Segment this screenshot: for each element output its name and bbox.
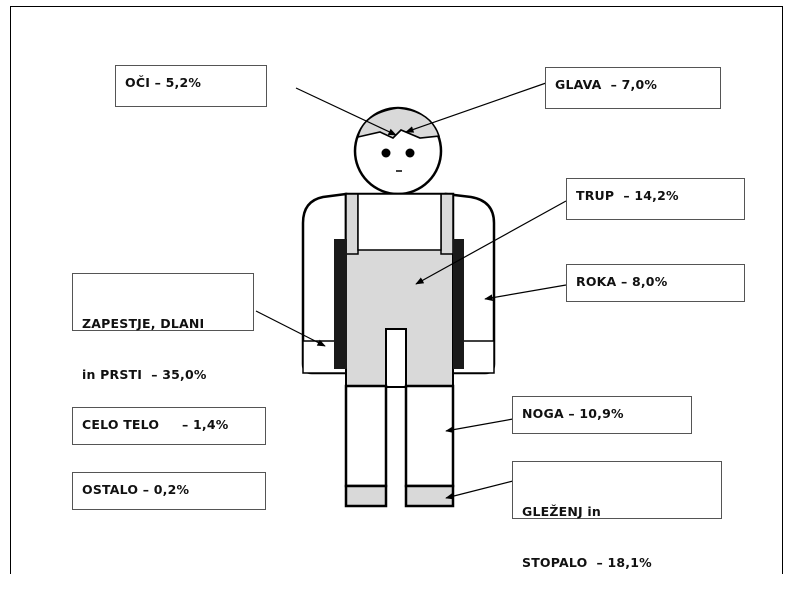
label-oci: OČI – 5,2% (115, 65, 267, 107)
label-glezenj: GLEŽENJ in STOPALO – 18,1% (512, 461, 722, 570)
leader-lines (255, 82, 567, 500)
leader-roka (484, 284, 567, 302)
leader-glezenj (445, 480, 514, 500)
leader-zapestje (255, 310, 326, 347)
label-trup: TRUP – 14,2% (566, 178, 745, 220)
leader-noga (445, 418, 514, 433)
label-glezenj-line2: STOPALO – 18,1% (522, 555, 652, 570)
body-figure (255, 82, 567, 508)
head (353, 106, 443, 196)
right-eye (405, 148, 415, 158)
label-noga: NOGA – 10,9% (512, 396, 692, 434)
left-foot (344, 484, 388, 508)
label-ostalo: OSTALO – 0,2% (72, 472, 266, 510)
legs (344, 384, 455, 508)
leader-trup (415, 200, 567, 285)
label-roka: ROKA – 8,0% (566, 264, 745, 302)
torso (334, 192, 464, 388)
label-zapestje-line2: in PRSTI – 35,0% (82, 367, 207, 382)
right-foot (404, 484, 455, 508)
left-eye (381, 148, 391, 158)
label-glava: GLAVA – 7,0% (545, 67, 721, 109)
figure-frame: OČI – 5,2% GLAVA – 7,0% TRUP – 14,2% ZAP… (10, 6, 783, 574)
label-zapestje-line1: ZAPESTJE, DLANI (82, 316, 205, 331)
label-glezenj-line1: GLEŽENJ in (522, 504, 602, 519)
label-zapestje: ZAPESTJE, DLANI in PRSTI – 35,0% (72, 273, 254, 382)
label-celo-telo: CELO TELO – 1,4% (72, 407, 266, 445)
leader-glava (405, 82, 547, 133)
leader-oci (295, 87, 397, 136)
